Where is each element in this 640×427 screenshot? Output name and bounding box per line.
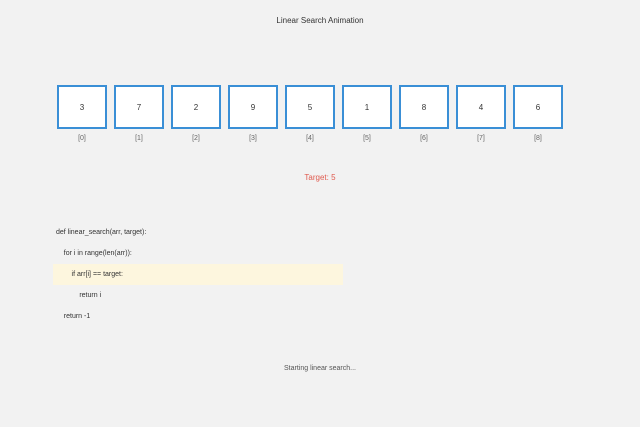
status-message: Starting linear search...: [284, 365, 356, 372]
array-cell: 7 [1]: [114, 85, 164, 142]
array-cell: 9 [3]: [228, 85, 278, 142]
array-cell-index: [1]: [135, 135, 143, 142]
array-cell-index: [0]: [78, 135, 86, 142]
array-cell-value: 4: [456, 85, 506, 129]
code-line-highlighted: if arr[i] == target:: [53, 264, 343, 285]
array-cell-index: [8]: [534, 135, 542, 142]
array-cell-value: 2: [171, 85, 221, 129]
array-cell-index: [4]: [306, 135, 314, 142]
array-cell: 2 [2]: [171, 85, 221, 142]
page-title: Linear Search Animation: [276, 16, 364, 25]
code-line: for i in range(len(arr)):: [56, 250, 132, 257]
target-label: Target: 5: [304, 173, 336, 182]
array-cell: 1 [5]: [342, 85, 392, 142]
code-line: def linear_search(arr, target):: [56, 229, 147, 236]
code-block: def linear_search(arr, target): for i in…: [53, 222, 343, 327]
array-cell-value: 1: [342, 85, 392, 129]
array-cell-value: 9: [228, 85, 278, 129]
array-cell: 6 [8]: [513, 85, 563, 142]
array-cell-index: [7]: [477, 135, 485, 142]
array-cell: 8 [6]: [399, 85, 449, 142]
array-cell-value: 3: [57, 85, 107, 129]
array-cell-value: 7: [114, 85, 164, 129]
code-line: return -1: [56, 313, 91, 320]
array-cell-index: [6]: [420, 135, 428, 142]
array-cell-value: 6: [513, 85, 563, 129]
array-cell: 4 [7]: [456, 85, 506, 142]
array-cell: 5 [4]: [285, 85, 335, 142]
array-cell-index: [2]: [192, 135, 200, 142]
array-cells: 3 [0] 7 [1] 2 [2] 9 [3] 5 [4] 1 [5] 8 [6…: [57, 85, 565, 145]
array-cell-index: [5]: [363, 135, 371, 142]
code-line: return i: [56, 292, 102, 299]
array-cell-index: [3]: [249, 135, 257, 142]
array-cell: 3 [0]: [57, 85, 107, 142]
array-cell-value: 8: [399, 85, 449, 129]
array-cell-value: 5: [285, 85, 335, 129]
